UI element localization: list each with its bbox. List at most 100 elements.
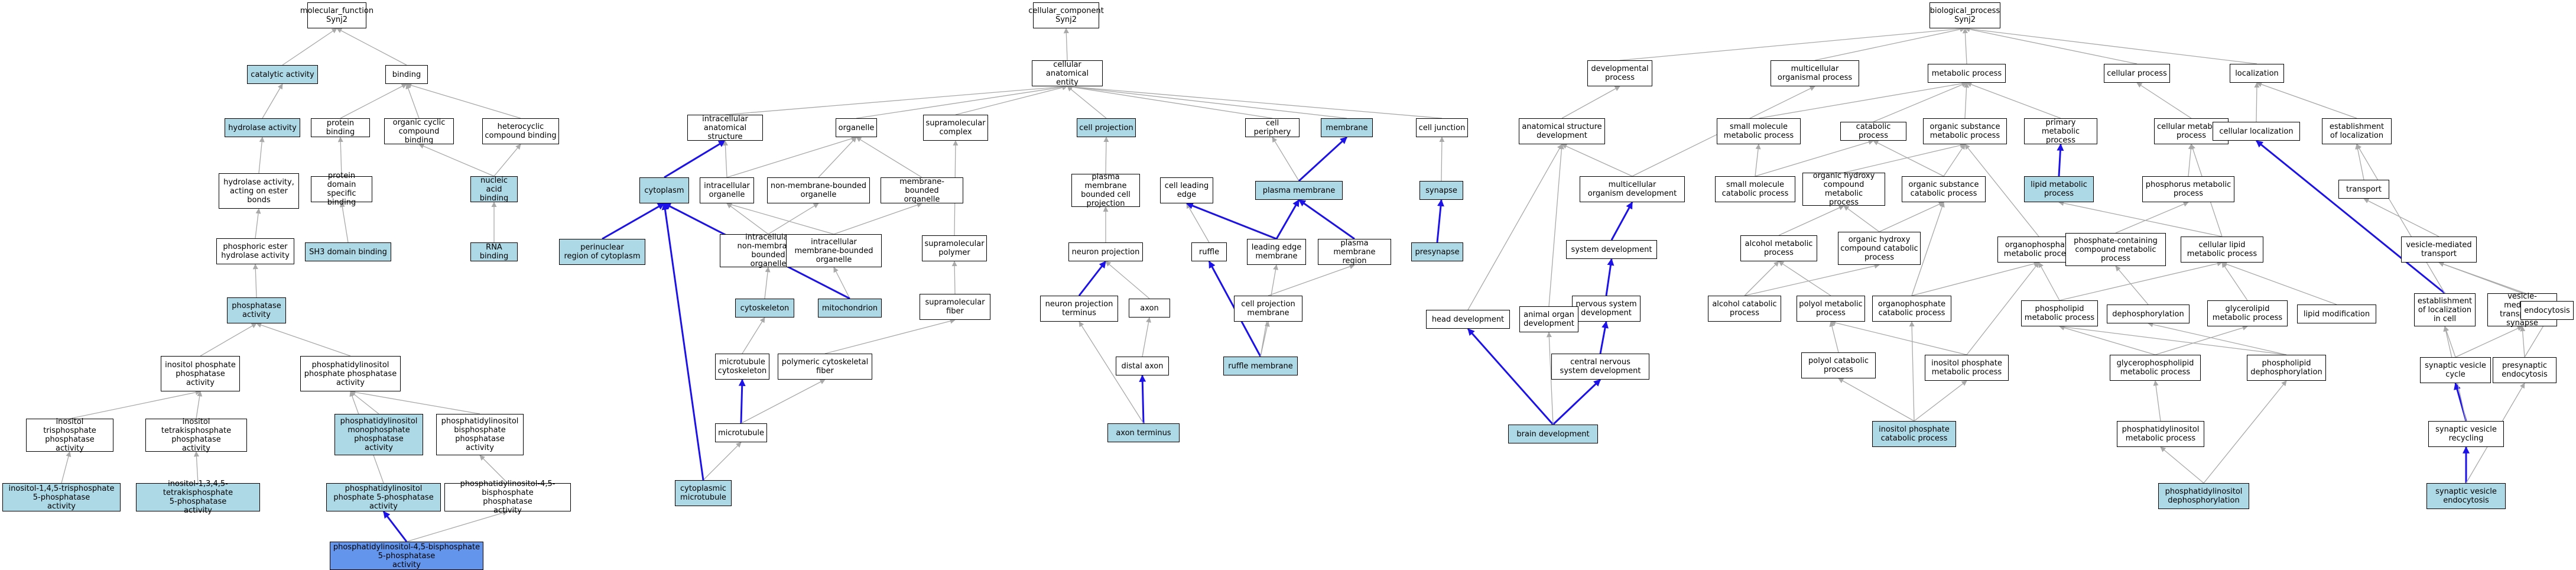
edge-cellular-anatomical-entity-to-cellular-component — [1063, 28, 1069, 61]
go-term-animal-organ-development: animal organ development — [1519, 306, 1578, 332]
go-term-pi-mono: phosphatidylinositol monophosphate phosp… — [334, 414, 423, 455]
go-term-cytoskeleton: cytoskeleton — [735, 299, 794, 318]
go-term-leading-edge-membrane: leading edge membrane — [1247, 239, 1306, 265]
go-term-cytoplasmic-microtubule: cytoplasmic microtubule — [675, 480, 732, 506]
go-term-ruffle-membrane: ruffle membrane — [1223, 357, 1298, 375]
go-term-inositol-phosphate-phosphatase: inositol phosphate phosphatase activity — [161, 356, 240, 391]
edge-pi45b5p-to-pi45bp — [406, 510, 508, 542]
edge-organophosphate-catabolic-to-organic-substance-catabolic — [1911, 202, 1945, 296]
edge-mitochondrion-to-intra-membrane — [833, 267, 850, 299]
edge-cell-projection-to-cellular-anatomical-entity — [1067, 86, 1107, 119]
go-term-protein-domain: protein domain specific binding — [311, 171, 372, 207]
go-term-phosphatase: phosphatase activity — [227, 297, 286, 323]
go-term-multicellular-organism-dev: multicellular organism development — [1580, 176, 1685, 202]
edge-pm-region-to-plasma-membrane — [1298, 199, 1355, 240]
go-term-cellular-component: cellular_component Synj2 — [1028, 2, 1104, 28]
edge-pi45b5p-to-pi5p — [382, 511, 408, 542]
go-term-membrane: membrane — [1321, 118, 1373, 137]
edge-cell-periphery-to-cellular-anatomical-entity — [1067, 84, 1273, 119]
edge-brain-development-to-cns-development — [1552, 378, 1602, 426]
go-term-synaptic-vesicle-recycling: synaptic vesicle recycling — [2428, 421, 2504, 447]
edge-phospholipid-dephosphorylation-to-dephosphorylation — [2148, 322, 2287, 355]
edge-microtubule-to-mt-cytoskeleton — [738, 378, 746, 424]
edge-inositol-phosphate-metabolic-to-organophosphate-metabolic — [1966, 262, 2039, 355]
edge-organic-hydroxy-catabolic-to-organic-hydroxy-metabolic — [1843, 205, 1880, 232]
edge-nucleic-acid-to-heterocyclic — [493, 144, 521, 177]
go-term-organic-hydroxy-metabolic: organic hydroxy compound metabolic proce… — [1802, 171, 1885, 207]
edge-multicellular-organism-dev-to-anatomical-structure-dev — [1561, 144, 1633, 177]
go-term-polyol-metabolic: polyol metabolic process — [1797, 296, 1865, 322]
edge-nervous-system-development-to-system-development — [1605, 258, 1615, 296]
go-term-cellular-localization: cellular localization — [2213, 122, 2300, 141]
edge-mt-cytoskeleton-to-cytoskeleton — [742, 317, 765, 354]
edge-intracellular-organelle-to-organelle — [726, 136, 857, 178]
go-term-lipid-modification: lipid modification — [2297, 305, 2376, 323]
edge-protein-domain-to-protein-binding — [337, 137, 343, 177]
go-term-pi-dephosphorylation: phosphatidylinositol dephosphorylation — [2158, 483, 2249, 509]
go-term-cellular-process: cellular process — [2104, 64, 2170, 83]
edge-primary-metabolic-to-metabolic-process — [1966, 82, 2061, 119]
edge-dephosphorylation-to-phosphate-containing — [2115, 265, 2149, 305]
go-term-lipid-metabolic: lipid metabolic process — [2024, 176, 2094, 202]
go-term-non-membrane-bounded: non-membrane-bounded organelle — [767, 177, 870, 203]
go-term-glycerolipid-metabolic: glycerolipid metabolic process — [2207, 300, 2288, 326]
go-term-brain-development: brain development — [1508, 425, 1598, 443]
edge-cytoplasm-to-intracellular-anatomical — [664, 140, 726, 179]
go-term-primary-metabolic: primary metabolic process — [2024, 118, 2097, 145]
edge-intracellular-organelle-to-intracellular-anatomical — [722, 140, 728, 178]
go-term-organic-cyclic: organic cyclic compound binding — [384, 118, 454, 145]
go-term-vesicle-mediated-transport: vesicle-mediated transport — [2401, 237, 2477, 263]
go-term-small-molecule-metabolic: small molecule metabolic process — [1717, 118, 1801, 144]
go-term-phospholipid-dephosphorylation: phospholipid dephosphorylation — [2247, 355, 2326, 381]
go-term-pi-metabolic: phosphatidylinositol metabolic process — [2117, 421, 2204, 447]
go-term-neuron-projection: neuron projection — [1068, 242, 1143, 261]
edge-inositol-phosphate-catabolic-to-organophosphate-catabolic — [1909, 321, 1915, 422]
edge-inositol-phosphate-catabolic-to-polyol-catabolic — [1838, 378, 1915, 422]
go-term-heterocyclic: heterocyclic compound binding — [482, 118, 559, 144]
edge-pi-bis-to-pi-phosphatase — [350, 389, 480, 414]
edge-organelle-to-cellular-anatomical-entity — [856, 84, 1068, 119]
edge-cytoplasmic-microtubule-to-cytoplasm — [661, 202, 704, 481]
edge-inositol-tris-to-inositol-phosphate-phosphatase — [69, 390, 201, 419]
go-term-biological-process: biological_process Synj2 — [1929, 2, 2000, 28]
edge-polyol-catabolic-to-polyol-metabolic — [1829, 321, 1839, 353]
go-term-inositol-phosphate-metabolic: inositol phosphate metabolic process — [1925, 355, 2009, 381]
go-term-catalytic-activity: catalytic activity — [247, 65, 318, 84]
go-term-organic-hydroxy-catabolic: organic hydroxy compound catabolic proce… — [1838, 232, 1921, 265]
edge-cell-projection-membrane-to-pm-region — [1268, 264, 1355, 296]
go-term-perinuclear: perinuclear region of cytoplasm — [559, 239, 645, 265]
go-term-alcohol-metabolic: alcohol metabolic process — [1740, 235, 1817, 261]
edge-multicellular-organismal-to-biological-process — [1814, 27, 1966, 61]
go-term-head-development: head development — [1426, 310, 1510, 329]
edge-polyol-metabolic-to-alcohol-metabolic — [1778, 261, 1831, 296]
edge-synapse-to-cell-junction — [1439, 137, 1445, 182]
go-term-hydrolase-ester: hydrolase activity, acting on ester bond… — [219, 173, 299, 209]
go-term-neuron-projection-terminus: neuron projection terminus — [1040, 296, 1118, 322]
edge-cytoskeleton-to-intra-non-membrane — [764, 267, 771, 299]
go-term-cell-junction: cell junction — [1416, 118, 1468, 137]
edge-small-molecule-catabolic-to-catabolic-process — [1755, 139, 1874, 177]
go-term-organic-substance-catabolic: organic substance catabolic process — [1902, 176, 1986, 202]
edge-ruffle-membrane-to-cell-projection-membrane — [1260, 321, 1270, 357]
edge-cellular-localization-to-localization — [2254, 82, 2260, 122]
go-term-organophosphate-catabolic: organophosphate catabolic process — [1872, 296, 1951, 322]
go-term-mitochondrion: mitochondrion — [818, 299, 882, 318]
go-term-phosphoric-ester: phosphoric ester hydrolase activity — [216, 238, 294, 264]
go-term-hydrolase-activity: hydrolase activity — [225, 118, 300, 137]
go-term-sh3-binding: SH3 domain binding — [305, 242, 391, 261]
edge-transport-to-establishment-localization — [2355, 144, 2364, 180]
edge-glycerophospholipid-metabolic-to-phospholipid-metabolic — [2059, 325, 2156, 355]
go-term-inositol-tetrakis: inositol tetrakisphosphate phosphatase a… — [145, 417, 247, 453]
go-term-synapse: synapse — [1419, 181, 1463, 200]
edge-pi-dephosphorylation-to-pi-metabolic — [2160, 446, 2204, 484]
go-term-pi45bp: phosphatidylinositol-4,5-bisphosphate ph… — [444, 480, 571, 515]
go-term-rna-binding: RNA binding — [470, 242, 518, 261]
edge-vesicle-mediated-transport-to-transport — [2363, 198, 2439, 237]
go-term-pi45b5p: phosphatidylinositol-4,5-bisphosphate 5-… — [330, 542, 483, 570]
edge-pi-dephosphorylation-to-phospholipid-dephosphorylation — [2203, 380, 2287, 484]
edge-polymeric-cytoskeletal-to-supramolecular-fiber — [824, 318, 956, 354]
go-term-phospholipid-metabolic: phospholipid metabolic process — [2021, 300, 2098, 326]
go-term-axon: axon — [1129, 299, 1170, 318]
